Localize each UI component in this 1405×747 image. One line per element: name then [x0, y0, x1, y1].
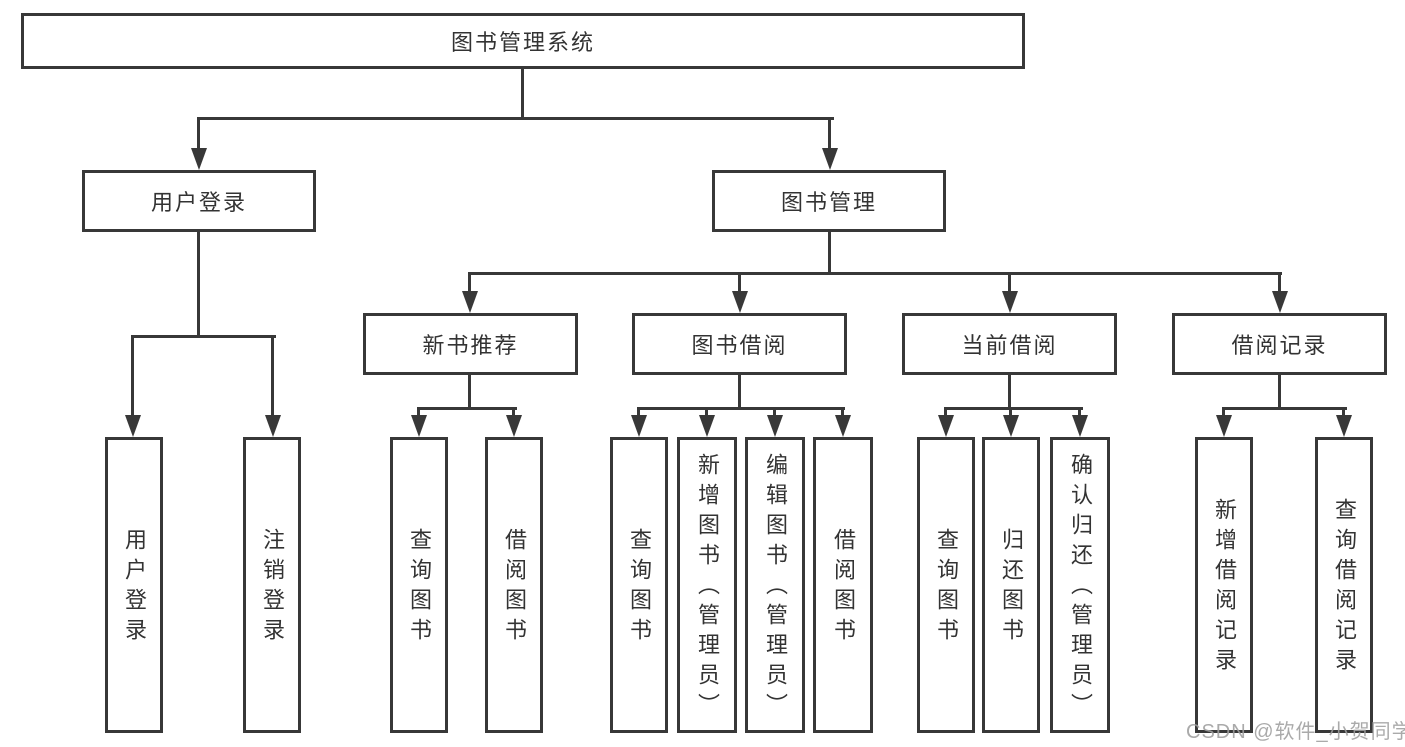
arrowhead-down-icon [822, 148, 838, 170]
node-leaf-borrow-book-recommend: 借阅图书 [485, 437, 543, 733]
node-current-borrowing: 当前借阅 [902, 313, 1117, 375]
connector-rail [944, 407, 1083, 410]
connector-level2-rail [197, 117, 834, 120]
node-leaf-edit-book-admin: 编辑图书（管理员） [745, 437, 805, 733]
arrowhead-down-icon [1272, 291, 1288, 313]
connector-stem [738, 375, 741, 410]
node-book-management: 图书管理 [712, 170, 946, 232]
arrowhead-down-icon [125, 415, 141, 437]
connector-drop-leaf [944, 407, 947, 417]
arrowhead-down-icon [631, 415, 647, 437]
arrowhead-down-icon [1003, 415, 1019, 437]
node-borrowing-records: 借阅记录 [1172, 313, 1387, 375]
arrowhead-down-icon [938, 415, 954, 437]
connector-drop-leaf [1342, 407, 1345, 417]
connector-drop-leaf [705, 407, 708, 417]
connector-drop-leaf [1222, 407, 1225, 417]
connector-drop-leaf [512, 407, 515, 417]
arrowhead-down-icon [835, 415, 851, 437]
arrowhead-down-icon [411, 415, 427, 437]
arrowhead-down-icon [462, 291, 478, 313]
node-leaf-borrow-book: 借阅图书 [813, 437, 873, 733]
node-book-borrowing: 图书借阅 [632, 313, 847, 375]
arrowhead-down-icon [191, 148, 207, 170]
connector-root-stem [521, 69, 524, 119]
arrowhead-down-icon [732, 291, 748, 313]
node-leaf-add-borrow-record: 新增借阅记录 [1195, 437, 1253, 733]
node-library-system: 图书管理系统 [21, 13, 1025, 69]
node-leaf-confirm-return-admin: 确认归还（管理员） [1050, 437, 1110, 733]
connector-drop-leaf [271, 335, 274, 419]
node-leaf-query-book-recommend: 查询图书 [390, 437, 448, 733]
node-leaf-query-book-current: 查询图书 [917, 437, 975, 733]
connector-drop-leaf [131, 335, 134, 419]
csdn-watermark: CSDN @软件_小贺同学 [1186, 721, 1405, 743]
node-leaf-add-book-admin: 新增图书（管理员） [677, 437, 737, 733]
connector-drop-borrow-records [1278, 272, 1281, 296]
connector-drop-current-borrow [1008, 272, 1011, 296]
connector-drop-leaf [841, 407, 844, 417]
connector-drop-leaf [773, 407, 776, 417]
node-leaf-query-book-borrowing: 查询图书 [610, 437, 668, 733]
connector-stem [1278, 375, 1281, 410]
connector-rail [417, 407, 517, 410]
connector-drop-leaf [1009, 407, 1012, 417]
node-new-book-recommend: 新书推荐 [363, 313, 578, 375]
connector-stem [468, 375, 471, 410]
connector-user-login-rail [131, 335, 276, 338]
connector-rail [1222, 407, 1347, 410]
arrowhead-down-icon [699, 415, 715, 437]
connector-drop-leaf [417, 407, 420, 417]
arrowhead-down-icon [265, 415, 281, 437]
arrowhead-down-icon [1072, 415, 1088, 437]
connector-drop-new-book [468, 272, 471, 296]
connector-drop-user-login [197, 117, 200, 152]
node-leaf-logout: 注销登录 [243, 437, 301, 733]
node-user-login: 用户登录 [82, 170, 316, 232]
connector-drop-book-borrow [738, 272, 741, 296]
arrowhead-down-icon [506, 415, 522, 437]
node-leaf-user-login: 用户登录 [105, 437, 163, 733]
connector-drop-leaf [1078, 407, 1081, 417]
arrowhead-down-icon [767, 415, 783, 437]
connector-stem [1008, 375, 1011, 410]
connector-user-login-stem [197, 232, 200, 338]
arrowhead-down-icon [1336, 415, 1352, 437]
connector-drop-leaf [637, 407, 640, 417]
connector-rail [637, 407, 845, 410]
connector-drop-book-mgmt [828, 117, 831, 152]
connector-level3-rail [468, 272, 1282, 275]
arrowhead-down-icon [1002, 291, 1018, 313]
connector-book-mgmt-stem [828, 232, 831, 275]
node-leaf-return-book: 归还图书 [982, 437, 1040, 733]
node-leaf-query-borrow-record: 查询借阅记录 [1315, 437, 1373, 733]
arrowhead-down-icon [1216, 415, 1232, 437]
